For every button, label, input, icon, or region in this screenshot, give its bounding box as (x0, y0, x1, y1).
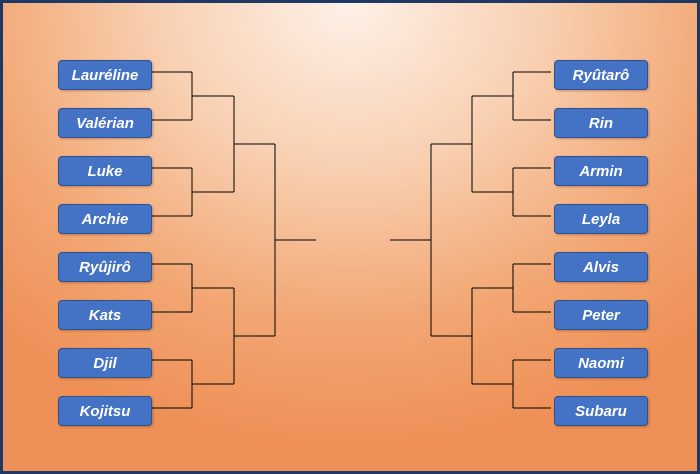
player-right-8[interactable]: Subaru (554, 396, 648, 426)
player-left-8[interactable]: Kojitsu (58, 396, 152, 426)
player-right-1[interactable]: Ryûtarô (554, 60, 648, 90)
player-name: Naomi (578, 354, 624, 372)
player-left-6[interactable]: Kats (58, 300, 152, 330)
player-right-4[interactable]: Leyla (554, 204, 648, 234)
player-name: Valérian (76, 114, 134, 132)
player-name: Ryûtarô (572, 66, 630, 84)
player-name: Ryûjirô (79, 258, 131, 276)
player-left-3[interactable]: Luke (58, 156, 152, 186)
player-name: Leyla (581, 210, 621, 228)
player-left-2[interactable]: Valérian (58, 108, 152, 138)
player-name: Archie (81, 210, 129, 228)
player-right-2[interactable]: Rin (554, 108, 648, 138)
player-left-5[interactable]: Ryûjirô (58, 252, 152, 282)
player-name: Djil (93, 354, 117, 372)
player-right-7[interactable]: Naomi (554, 348, 648, 378)
player-left-4[interactable]: Archie (58, 204, 152, 234)
bracket-lines (149, 71, 551, 409)
player-name: Luke (87, 162, 123, 180)
player-right-5[interactable]: Alvis (554, 252, 648, 282)
player-right-3[interactable]: Armin (554, 156, 648, 186)
player-name: Kojitsu (79, 402, 131, 420)
player-name: Peter (582, 306, 620, 324)
player-name: Lauréline (71, 66, 139, 84)
player-name: Subaru (575, 402, 627, 420)
player-name: Kats (88, 306, 122, 324)
player-name: Alvis (583, 258, 619, 276)
player-left-1[interactable]: Lauréline (58, 60, 152, 90)
player-left-7[interactable]: Djil (58, 348, 152, 378)
player-name: Armin (579, 162, 623, 180)
player-name: Rin (588, 114, 614, 132)
player-right-6[interactable]: Peter (554, 300, 648, 330)
